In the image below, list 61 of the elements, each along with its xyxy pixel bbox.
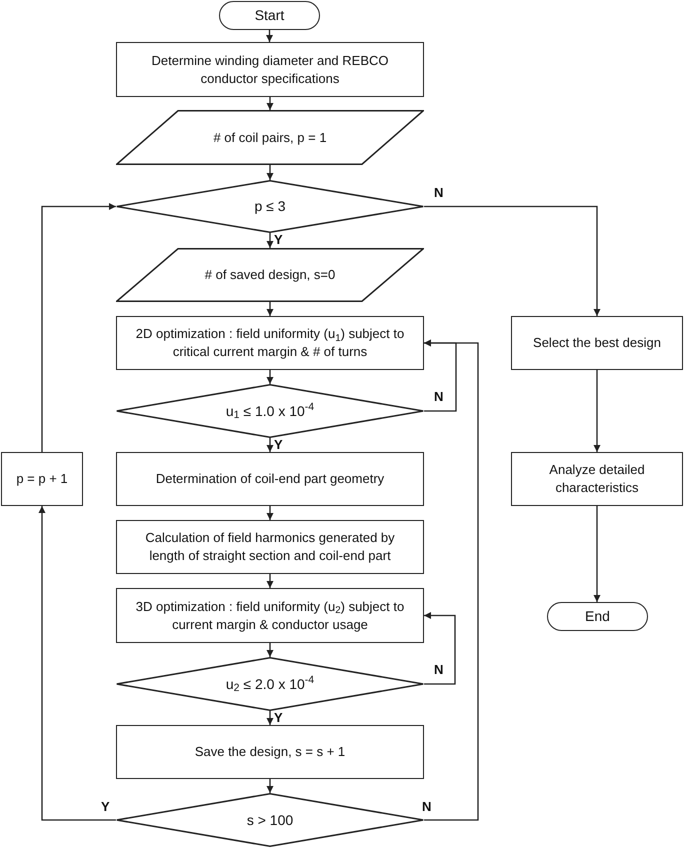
flow-arrow [424, 340, 479, 821]
decision-diamond [116, 657, 424, 711]
flow-arrow [266, 97, 274, 110]
decision-diamond [116, 793, 424, 847]
process-box [511, 316, 683, 370]
step-label: 2D optimization : field uniformity (u$_{1}$) subject to critical current margin & # of turns [134, 325, 406, 361]
step-label: Calculation of field harmonics generated by length of straight section and coil-end part [144, 529, 396, 565]
process-box [116, 452, 424, 506]
flow-arrow [266, 711, 274, 725]
process-box [116, 520, 424, 574]
terminal-pill [219, 1, 320, 30]
decision-diamond [116, 384, 424, 438]
flow-arrow [266, 506, 274, 520]
input-parallelogram [116, 248, 424, 302]
step-label: 3D optimization : field uniformity (u$_{2}$) subject to current margin & conductor usage [134, 598, 406, 634]
flow-arrow [266, 30, 273, 42]
terminal-pill [547, 602, 648, 631]
condition-label: p ≤ 3 [253, 197, 287, 216]
edge-label: N [434, 662, 444, 678]
flow-arrow [424, 612, 456, 685]
flow-arrow [424, 206, 600, 316]
process-box [116, 316, 424, 370]
step-label: Save the design, s = s + 1 [194, 743, 346, 761]
flow-arrow [594, 506, 600, 602]
decision-diamond [116, 180, 424, 233]
condition-label: u$_{1}$ ≤ 1.0 x 10$^{-4}$ [224, 402, 316, 420]
flow-arrow [594, 370, 600, 452]
input-parallelogram [116, 110, 424, 165]
step-label: Determination of coil-end part geometry [154, 470, 386, 488]
flow-arrow [266, 438, 274, 452]
flow-arrow [266, 233, 274, 248]
edge-label: Y [274, 232, 283, 248]
input-label: # of coil pairs, p = 1 [212, 128, 328, 146]
flow-arrow [266, 302, 274, 316]
terminal-label: End [584, 607, 611, 626]
terminal-label: Start [254, 6, 286, 25]
flow-arrow [38, 506, 116, 821]
edge-label: N [422, 799, 432, 815]
step-label: p = p + 1 [15, 470, 69, 488]
flow-arrow [41, 203, 116, 452]
step-label: Determine winding diameter and REBCO conductor specifications [150, 52, 390, 88]
flow-arrow [266, 643, 274, 657]
edge-label: Y [101, 799, 110, 815]
process-box [1, 452, 83, 506]
condition-label: u$_{2}$ ≤ 2.0 x 10$^{-4}$ [224, 674, 316, 694]
flow-arrow [266, 370, 274, 384]
edge-label: N [434, 184, 444, 200]
flow-arrow [266, 165, 274, 180]
flow-arrow [266, 779, 274, 793]
process-box [116, 42, 424, 97]
process-box [116, 725, 424, 779]
edge-label: Y [274, 437, 283, 453]
process-box [511, 452, 683, 506]
edge-label: Y [274, 710, 283, 726]
step-label: Select the best design [532, 334, 662, 352]
edge-label: N [434, 389, 444, 405]
process-box [116, 588, 424, 643]
condition-label: s > 100 [246, 810, 294, 830]
step-label: Analyze detailed characteristics [548, 461, 646, 497]
flow-arrow [266, 574, 274, 588]
input-label: # of saved design, s=0 [204, 266, 336, 284]
